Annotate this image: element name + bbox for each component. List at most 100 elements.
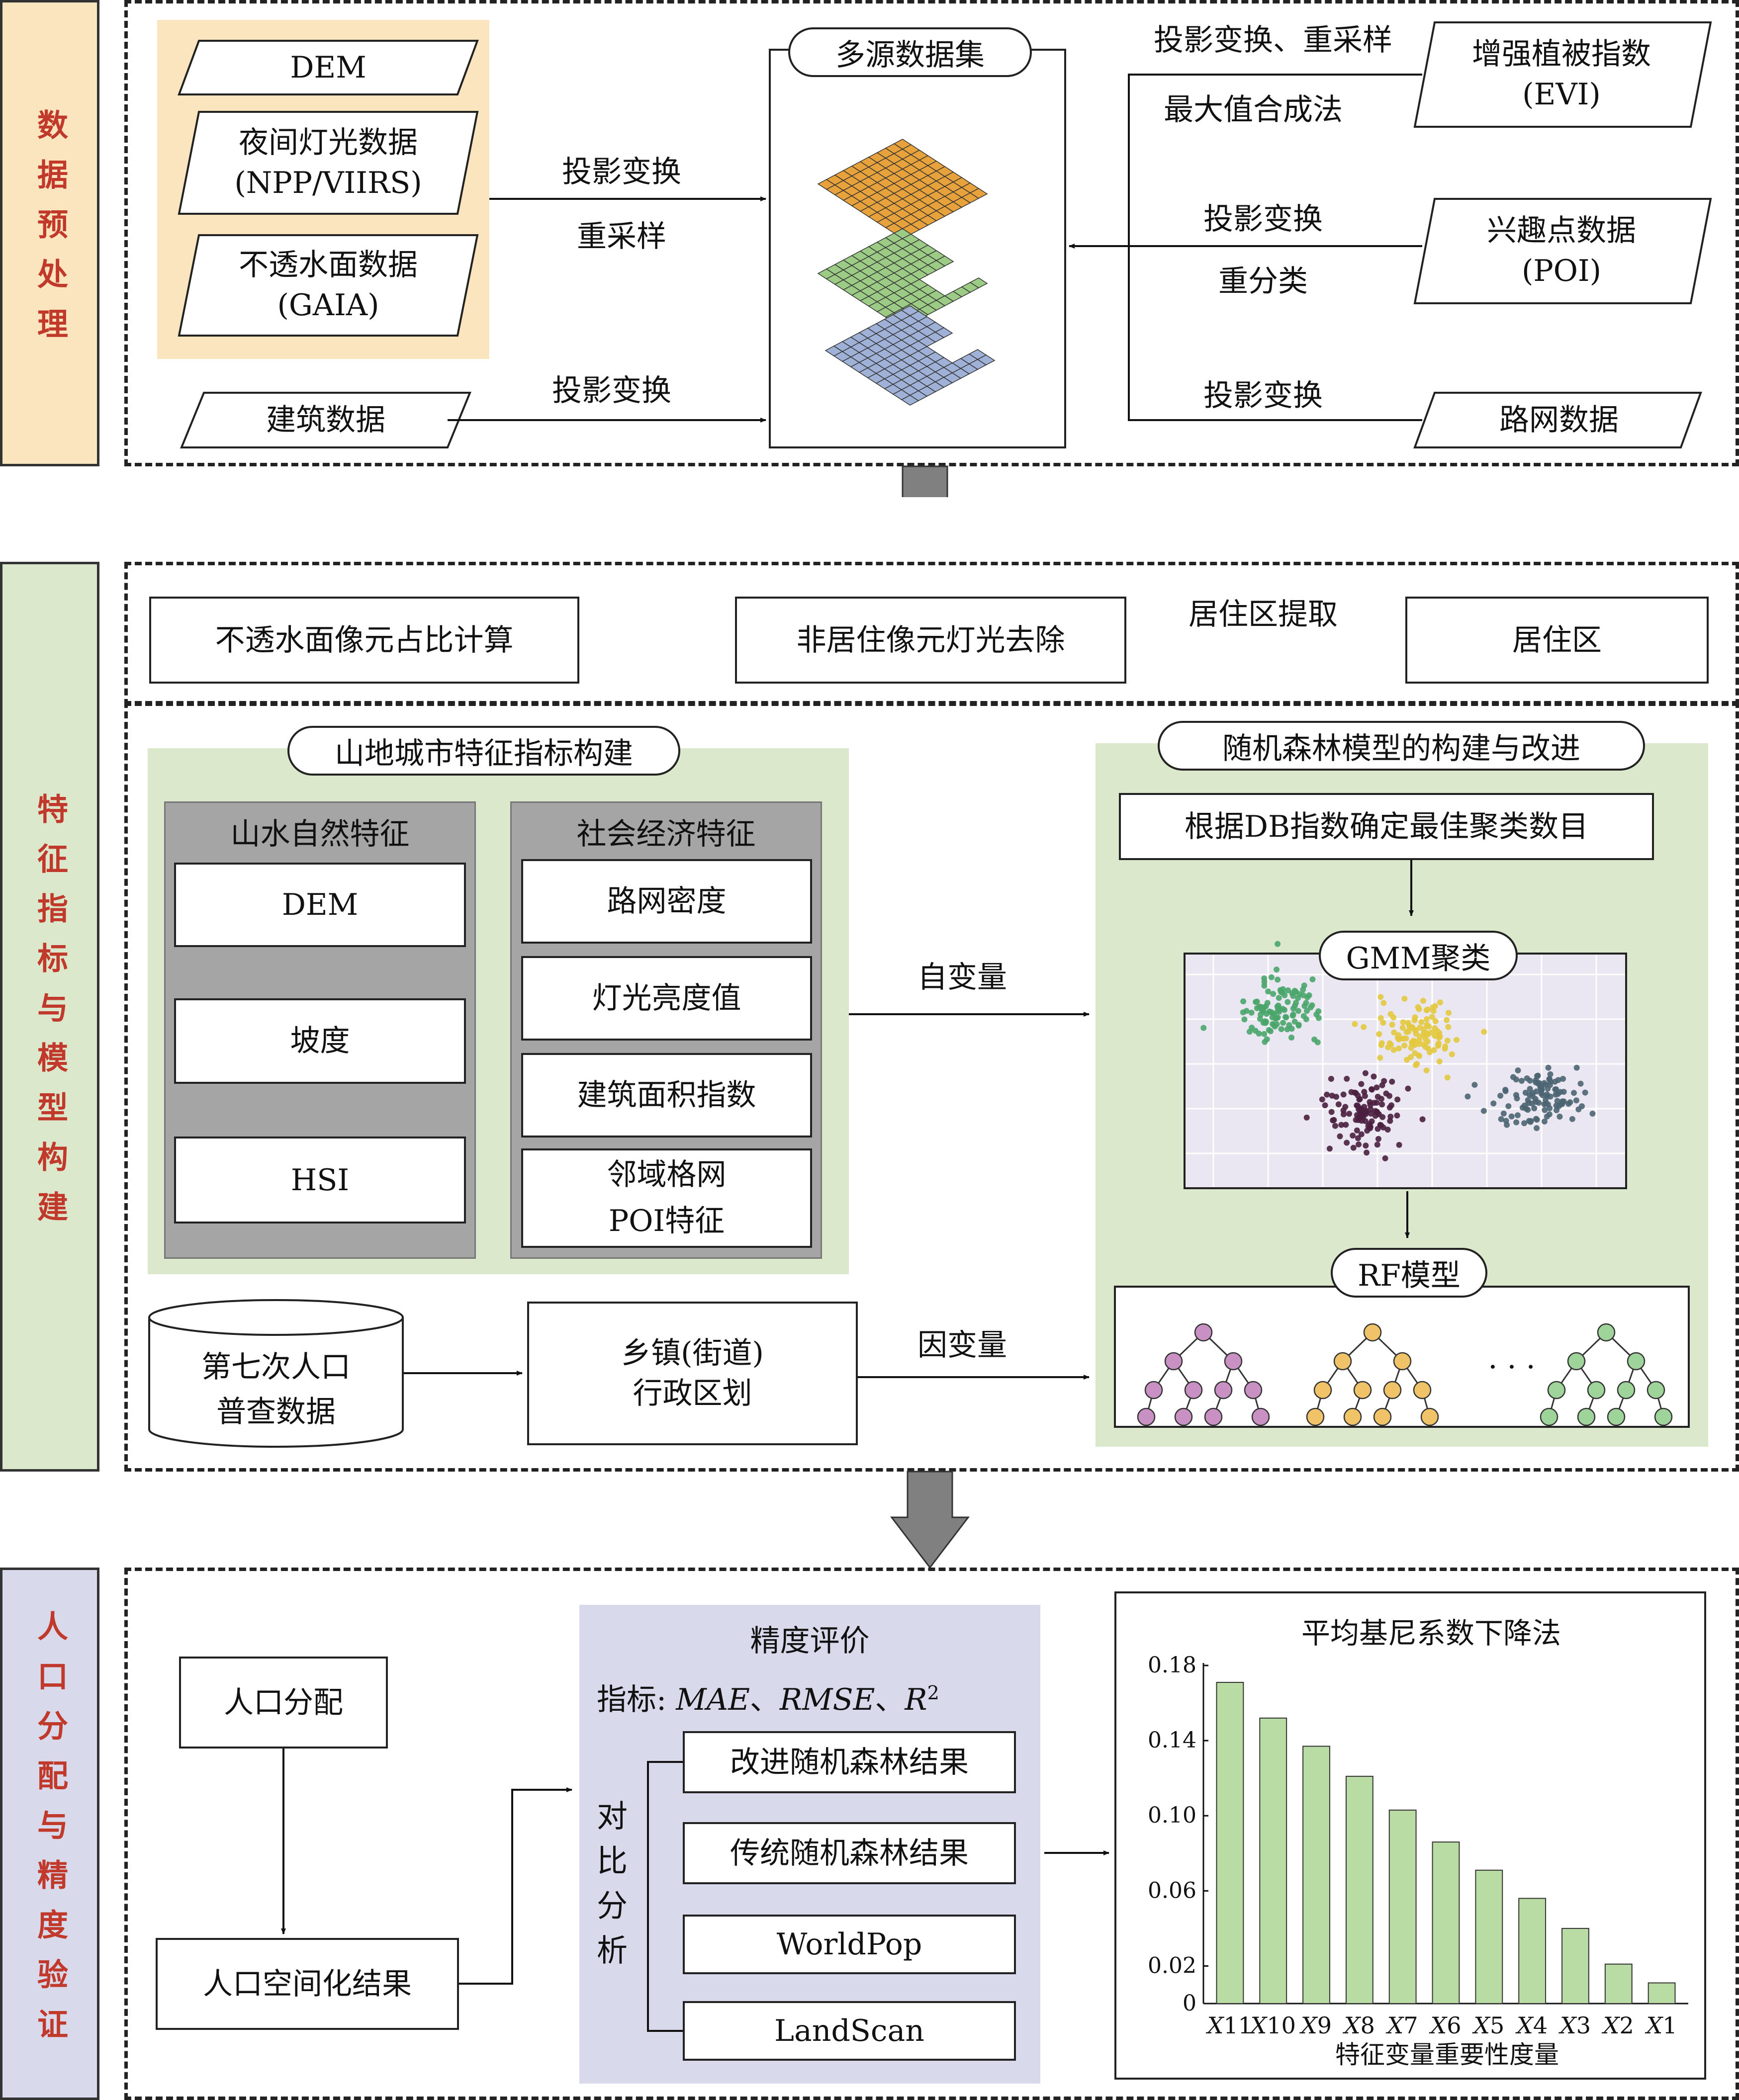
chart-ytick-label: 0	[1183, 1991, 1196, 2016]
chart-bars	[1216, 1682, 1676, 2005]
gaia-input-label: 不透水面数据 (GAIA)	[239, 248, 418, 323]
stage-arrow-2	[890, 1471, 970, 1569]
stage-arrow-1	[902, 465, 948, 497]
gmm-cluster-purple	[1303, 1070, 1426, 1161]
method-worldpop: WorldPop	[683, 1915, 1016, 1974]
chart-xtick-label: X3	[1558, 2012, 1591, 2039]
gmm-cluster-green	[1200, 941, 1322, 1046]
method-landscan: LandScan	[683, 2001, 1016, 2061]
admin-box	[527, 1302, 858, 1445]
census-cylinder	[148, 1299, 404, 1448]
building-input-shape	[180, 392, 471, 448]
social-item-road-density: 路网密度	[521, 859, 812, 944]
chart-bar	[1388, 1809, 1417, 2005]
chart-ytick-label: 0.02	[1148, 1953, 1196, 1978]
evi-input-shape	[1413, 21, 1712, 128]
chart-ytick-label: 0.18	[1148, 1653, 1196, 1678]
rf-tree-purple	[1137, 1323, 1270, 1426]
stage-label-allocation: 人口分配与精度验证	[0, 1568, 99, 2100]
metric-rmse: RMSE	[779, 1682, 875, 1717]
metrics-line: 指标: MAE、RMSE、R2	[597, 1675, 1034, 1720]
metric-r2-sup: 2	[927, 1682, 939, 1704]
social-item-light-brightness: 灯光亮度值	[521, 956, 812, 1041]
chart-ytick-label: 0.14	[1148, 1728, 1196, 1753]
residential-area-box: 居住区	[1405, 597, 1709, 684]
poi-input-shape	[1413, 198, 1712, 304]
chart-ytick-label: 0.06	[1148, 1878, 1196, 1903]
chart-bar	[1216, 1682, 1244, 2004]
chart-bar	[1345, 1775, 1373, 2005]
stage3-frame	[124, 1568, 1739, 2100]
spatialization-result-box: 人口空间化结果	[156, 1938, 459, 2030]
chart-xtick-label: X8	[1343, 2012, 1375, 2039]
stage-label-text: 数据预处理	[32, 109, 68, 357]
proj-label-left: 投影变换	[562, 154, 681, 189]
gmm-plot-frame	[1184, 953, 1627, 1189]
population-allocation-box: 人口分配	[179, 1657, 388, 1749]
gaia-input-shape	[178, 234, 479, 337]
nature-item-slope: 坡度	[174, 998, 466, 1084]
db-index-box: 根据DB指数确定最佳聚类数目	[1119, 793, 1654, 860]
rf-tree-green	[1540, 1323, 1673, 1426]
stage-label-preprocess: 数据预处理	[0, 0, 99, 466]
dataset-title: 多源数据集	[788, 27, 1032, 77]
chart-xtick-label: X2	[1602, 2012, 1634, 2039]
nature-item-hsi: HSI	[174, 1137, 466, 1224]
dataset-layer-blue	[824, 305, 996, 406]
evi-op-label-b: 最大值合成法	[1164, 92, 1343, 127]
chart-yticks: 00.020.060.100.140.18	[1148, 1653, 1208, 2016]
chart-xtick-label: X4	[1515, 2012, 1548, 2039]
nature-group-title: 山水自然特征	[230, 816, 410, 852]
metric-mae: MAE	[676, 1682, 750, 1717]
dataset-layers	[817, 139, 996, 406]
metric-r2: R	[905, 1682, 927, 1717]
chart-xlabel: 特征变量重要性度量	[1335, 2040, 1559, 2069]
accuracy-title: 精度评价	[750, 1623, 870, 1659]
right-collector-line	[1128, 74, 1422, 421]
evi-input-label: 增强植被指数 (EVI)	[1472, 37, 1651, 112]
chart-bar	[1432, 1841, 1460, 2004]
ntl-input-label: 夜间灯光数据 (NPP/VIIRS)	[234, 125, 422, 200]
dataset-layer-green	[817, 228, 988, 329]
method-improved-rf: 改进随机森林结果	[683, 1731, 1016, 1793]
stage1-shapes	[178, 21, 1712, 497]
chart-xtick-label: X10	[1249, 2012, 1296, 2039]
social-item-poi-feature: 邻域格网 POI特征	[521, 1148, 812, 1248]
stage1-frame	[124, 0, 1739, 466]
census-label: 第七次人口 普查数据	[201, 1350, 351, 1429]
evi-op-label-a: 投影变换、重采样	[1154, 22, 1392, 58]
chart-bar	[1302, 1746, 1330, 2004]
proj-label-building: 投影变换	[552, 373, 671, 408]
metric-sep: 、	[875, 1682, 905, 1717]
stage-label-text: 人口分配与精度验证	[32, 1610, 68, 2058]
model-panel-title: 随机森林模型的构建与改进	[1158, 721, 1645, 771]
residential-extraction-label: 居住区提取	[1189, 597, 1338, 632]
metrics-prefix: 指标:	[597, 1682, 676, 1717]
poi-op-label-b: 重分类	[1218, 263, 1308, 299]
social-group-title: 社会经济特征	[576, 816, 756, 852]
poi-op-label-a: 投影变换	[1203, 201, 1323, 237]
dependent-label: 因变量	[917, 1327, 1007, 1363]
social-item-building-area: 建筑面积指数	[521, 1053, 812, 1138]
dem-input-shape	[178, 40, 479, 95]
road-input-shape	[1413, 392, 1702, 448]
stage2-shapes	[148, 860, 1690, 1569]
chart-xtick-label: X1	[1645, 2012, 1677, 2039]
rf-ellipsis: · · ·	[1488, 1350, 1536, 1385]
chart-xtick-label: X7	[1386, 2012, 1418, 2039]
impervious-ratio-box: 不透水面像元占比计算	[149, 597, 579, 684]
chart-xtick-label: X9	[1299, 2012, 1332, 2039]
gmm-label: GMM聚类	[1319, 931, 1518, 980]
chart-title: 平均基尼系数下降法	[1301, 1616, 1561, 1650]
stage2-lower-frame	[124, 701, 1739, 1472]
rf-label: RF模型	[1331, 1248, 1487, 1298]
rf-tree-orange	[1306, 1323, 1439, 1426]
chart-bar	[1604, 1963, 1633, 2005]
stage-label-text: 特征指标与模型构建	[32, 793, 68, 1240]
method-bracket	[647, 1761, 683, 2032]
road-op-label: 投影变换	[1203, 378, 1323, 413]
chart-xtick-label: X11	[1206, 2012, 1253, 2039]
rf-trees	[1137, 1323, 1673, 1426]
nature-item-dem: DEM	[174, 863, 466, 947]
